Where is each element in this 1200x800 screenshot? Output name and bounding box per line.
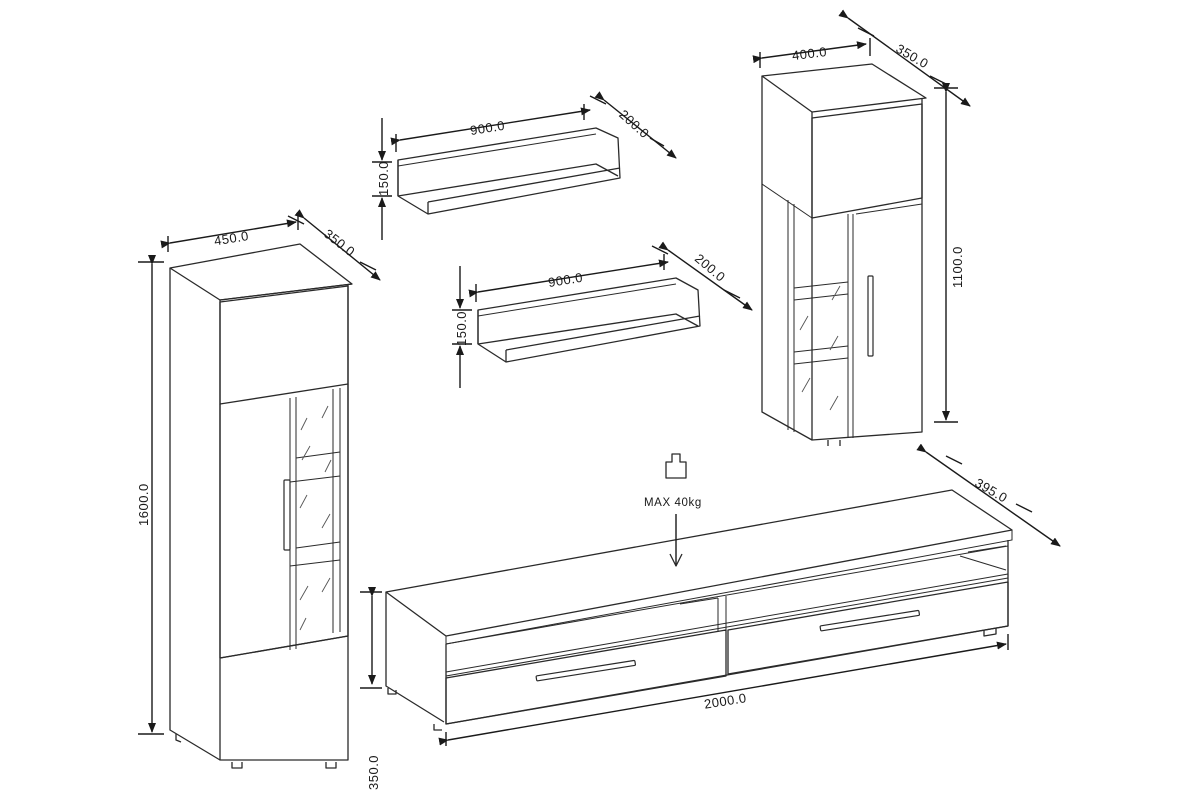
tv-unit-dims: 395.0 350.0 2000.0 [360, 443, 1061, 790]
shelf-top-depth-label: 200.0 [616, 107, 652, 142]
tv-unit-width-label: 2000.0 [703, 690, 748, 712]
shelf-bottom-width-label: 900.0 [547, 270, 584, 290]
shelf-bottom [477, 277, 701, 363]
tall-cabinet-depth-label: 350.0 [321, 226, 358, 259]
tv-unit-height-label: 350.0 [366, 755, 381, 790]
wall-cabinet-depth-label: 350.0 [893, 41, 931, 72]
shelf-bottom-dims: 900.0 200.0 150.0 [452, 241, 753, 388]
tv-unit [385, 489, 1013, 731]
tall-cabinet-height-label: 1600.0 [136, 483, 151, 526]
load-note: MAX 40kg [644, 453, 702, 567]
wall-cabinet-dims: 400.0 350.0 1100.0 [752, 9, 971, 423]
wall-cabinet-width-label: 400.0 [791, 44, 828, 63]
shelf-bottom-height-label: 150.0 [454, 311, 469, 346]
shelf-top [397, 127, 621, 215]
weight-icon [665, 453, 687, 479]
tall-cabinet-width-label: 450.0 [213, 228, 250, 248]
wall-cabinet [761, 63, 927, 446]
wall-cabinet-height-label: 1100.0 [950, 246, 965, 288]
tv-unit-depth-label: 395.0 [972, 475, 1010, 506]
shelf-top-width-label: 900.0 [469, 118, 506, 138]
load-note-text: MAX 40kg [644, 497, 702, 509]
tall-cabinet-dims: 450.0 350.0 1600.0 [136, 209, 381, 735]
shelf-top-height-label: 150.0 [376, 161, 391, 196]
tall-cabinet [169, 243, 353, 769]
shelf-top-dims: 900.0 200.0 150.0 [372, 91, 677, 240]
